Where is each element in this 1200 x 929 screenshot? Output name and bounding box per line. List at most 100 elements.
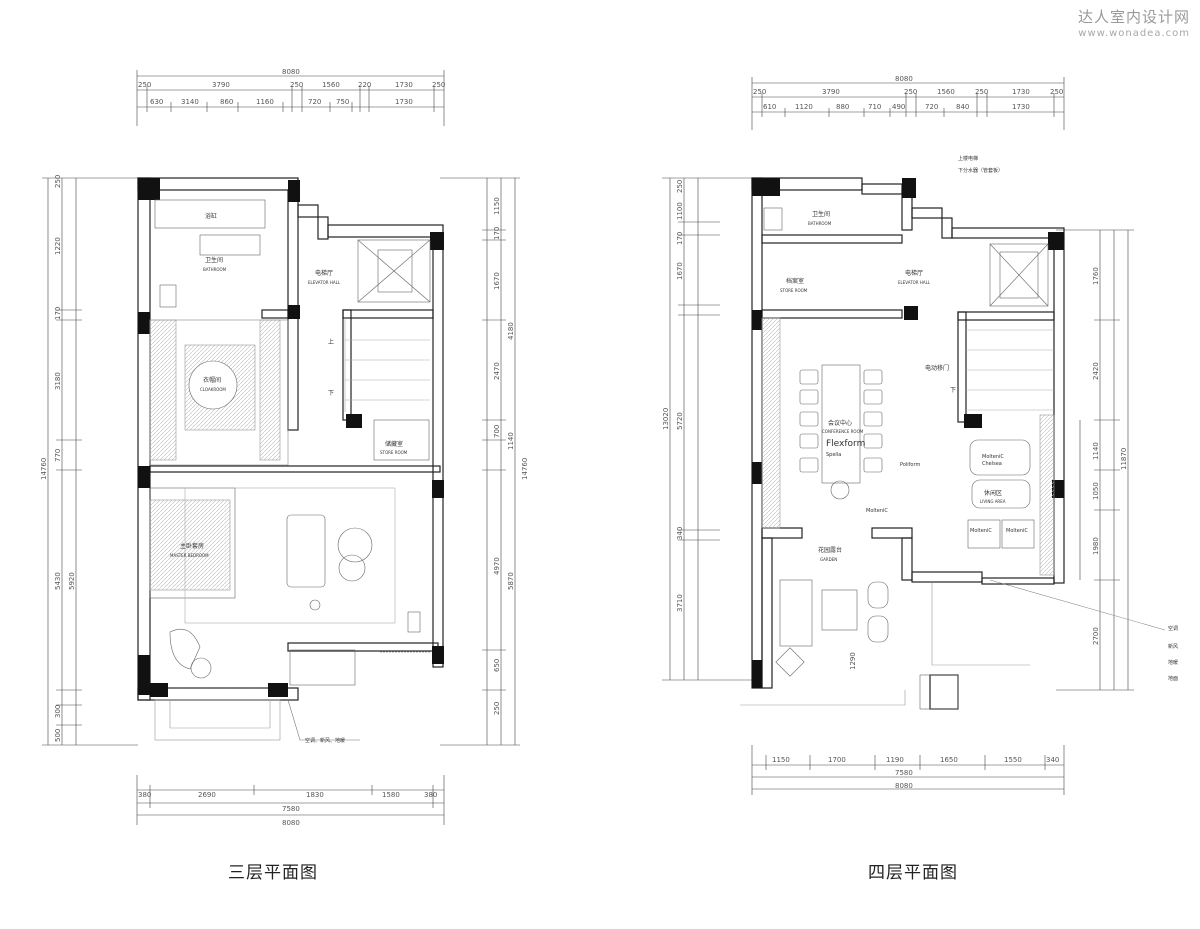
- room-bath-en: BATHROOM: [808, 221, 832, 226]
- plan-4: 8080 250 3790 250 1560 250 1730 250 610 …: [662, 75, 1178, 795]
- dim: 11870: [1120, 448, 1128, 470]
- dim: 8080: [895, 782, 913, 790]
- dim: 1730: [395, 98, 413, 106]
- stair-down-label: 下: [328, 390, 334, 397]
- plan4-interior: [740, 207, 1166, 710]
- dim: 5920: [68, 572, 76, 590]
- dim: 7580: [282, 805, 300, 813]
- callout-floor: 地暖: [1168, 659, 1178, 666]
- dim: 250: [1050, 88, 1063, 96]
- watermark-title: 达人室内设计网: [1077, 8, 1190, 26]
- dim: 720: [925, 103, 938, 111]
- brand-flexform: Flexform: [826, 439, 865, 449]
- plan3-right-dims: [440, 177, 520, 746]
- dim: 5870: [507, 572, 515, 590]
- stair-label: 下: [950, 387, 956, 394]
- brand-molteni-1: MolteniC: [982, 454, 1004, 460]
- dim: 700: [493, 425, 501, 438]
- plan4-top-dims: [751, 77, 1065, 130]
- dim: 880: [836, 103, 849, 111]
- plan3-left-dims: [42, 177, 138, 746]
- dim: 720: [308, 98, 321, 106]
- hvac-note: 空调、新风、地暖: [305, 737, 345, 744]
- dim: 1120: [795, 103, 813, 111]
- dim: 840: [956, 103, 969, 111]
- plan4-walls: [751, 177, 1065, 710]
- dim: 340: [1046, 756, 1059, 764]
- dim: 250: [676, 180, 684, 193]
- dim: 220: [358, 81, 371, 89]
- dim: 13020: [662, 408, 670, 430]
- dim: 250: [753, 88, 766, 96]
- dim: 1980: [1092, 537, 1100, 555]
- dim: 250: [975, 88, 988, 96]
- room-dress-label: 衣帽间: [203, 376, 221, 384]
- dim: 1150: [772, 756, 790, 764]
- dim: 770: [54, 449, 62, 462]
- dim: 1560: [937, 88, 955, 96]
- plan3-walls: [137, 177, 444, 701]
- brand-poliform: Poliform: [900, 462, 920, 468]
- dim: 250: [432, 81, 445, 89]
- dim: 2470: [493, 362, 501, 380]
- plan3-left-dim-labels: 14760 1220 170 3180 770 5430 5920 300 50…: [40, 175, 76, 742]
- dim: 300: [54, 705, 62, 718]
- plan4-right-dims: [1056, 229, 1134, 691]
- plan3-columns: [138, 178, 444, 697]
- plan4-room-labels: 卫生间 BATHROOM 档案室 STORE ROOM 电梯厅 ELEVATOR…: [780, 155, 1178, 682]
- dim: 5430: [54, 572, 62, 590]
- plan4-left-dims: [662, 177, 752, 681]
- dim: 1730: [1012, 88, 1030, 96]
- plan-3: 8080 250 3790 250 1560 220 1730 250 630 …: [40, 68, 529, 827]
- dim: 3790: [822, 88, 840, 96]
- room-bath-en: BATHROOM: [203, 267, 227, 272]
- dim: 1730: [1012, 103, 1030, 111]
- brand-molteni-2: MolteniC: [866, 508, 888, 514]
- plan4-top-dim-labels: 8080 250 3790 250 1560 250 1730 250 610 …: [753, 75, 1063, 111]
- callout-ac: 空调: [1168, 625, 1178, 632]
- dim: 1580: [382, 791, 400, 799]
- callout-ground: 地面: [1168, 675, 1178, 682]
- dim: 1730: [395, 81, 413, 89]
- dim: 250: [493, 702, 501, 715]
- dim: 630: [150, 98, 163, 106]
- dim: 1100: [676, 202, 684, 220]
- room-store-label: 储藏室: [385, 440, 403, 448]
- room-meeting-label: 会议中心: [828, 419, 852, 427]
- dim: 250: [138, 81, 151, 89]
- dim: 1140: [1092, 442, 1100, 460]
- dim: 1650: [940, 756, 958, 764]
- dim: 490: [892, 103, 905, 111]
- dim: 1160: [256, 98, 274, 106]
- plan3-top-dim-labels: 8080 250 3790 250 1560 220 1730 250 630 …: [138, 68, 445, 106]
- dim: 1050: [1092, 482, 1100, 500]
- plan3-room-labels: 卫生间 BATHROOM 浴缸 衣帽间 CLOAKROOM 电梯厅 ELEVAT…: [170, 212, 408, 744]
- plan3-top-dims: [136, 70, 445, 126]
- plan3-caption: 三层平面图: [228, 863, 318, 883]
- dim: 8080: [282, 819, 300, 827]
- brand-spella: Spella: [826, 452, 841, 458]
- dim: 5720: [676, 412, 684, 430]
- note-elevator: 上楼电梯: [958, 155, 978, 162]
- dim: 3790: [212, 81, 230, 89]
- room-tub-label: 浴缸: [205, 212, 217, 220]
- door-label: 电动移门: [925, 364, 949, 372]
- dim: 860: [220, 98, 233, 106]
- dim: 14760: [40, 458, 48, 480]
- dim: 250: [290, 81, 303, 89]
- dim: 250: [54, 175, 62, 188]
- dim: 170: [676, 232, 684, 245]
- watermark-url: www.wonadea.com: [1078, 28, 1190, 39]
- plan3-bottom-dim-labels: 380 2690 1830 1580 380 7580 8080: [138, 791, 437, 827]
- note-water: 下分水器（管套板）: [958, 167, 1003, 174]
- dim: 1760: [1092, 267, 1100, 285]
- stair-up-label: 上: [328, 338, 334, 346]
- dim: 250: [904, 88, 917, 96]
- plan4-caption: 四层平面图: [868, 863, 958, 883]
- dim: 1700: [828, 756, 846, 764]
- plan4-columns: [752, 178, 1064, 688]
- room-elev-label: 电梯厅: [315, 269, 333, 277]
- dim: 170: [493, 227, 501, 240]
- brand-molteni-1-sub: Chelsea: [982, 461, 1002, 467]
